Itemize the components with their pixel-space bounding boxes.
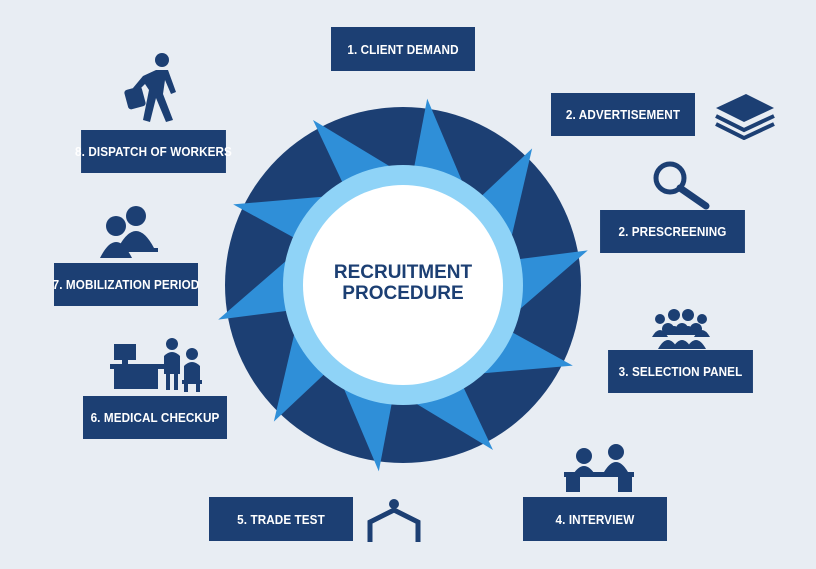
step-medical-checkup: 6. MEDICAL CHECKUP: [83, 396, 227, 439]
wheel-pointer-triangle: [470, 328, 573, 375]
step-mobilization-period: 7. MOBILIZATION PERIOD: [53, 263, 199, 306]
step-client-demand: 1. CLIENT DEMAND: [331, 27, 475, 71]
stacked-papers-icon: [715, 94, 775, 140]
center-title-line1: RECRUITMENT: [333, 262, 473, 283]
traveler-with-luggage-icon: [124, 53, 176, 122]
center-title-line2: PROCEDURE: [342, 283, 464, 304]
wheel-pointer-triangle: [273, 321, 330, 422]
center-title: RECRUITMENT PROCEDURE: [300, 262, 506, 304]
step-trade-test: 5. TRADE TEST: [209, 497, 353, 541]
wheel-center: [303, 185, 503, 385]
wheel-pointer-triangle: [476, 148, 533, 249]
two-people-icon: [100, 206, 158, 258]
wheel-pointer-triangle: [510, 250, 588, 318]
medical-desk-icon: [110, 338, 202, 392]
step-selection-panel: 3. SELECTION PANEL: [608, 350, 753, 393]
step-interview: 4. INTERVIEW: [523, 497, 667, 541]
step-prescreening: 2. PRESCREENING: [600, 210, 745, 253]
step-dispatch-of-workers: 8. DISPATCH OF WORKERS: [75, 130, 232, 173]
wheel-pointer-triangle: [218, 252, 296, 320]
wheel-pointer-triangle: [233, 195, 336, 242]
group-of-people-icon: [652, 309, 710, 349]
magnifier-icon: [653, 161, 710, 210]
step-advertisement: 2. ADVERTISEMENT: [551, 93, 695, 136]
interview-desk-icon: [564, 444, 634, 492]
workshop-person-icon: [367, 499, 421, 542]
